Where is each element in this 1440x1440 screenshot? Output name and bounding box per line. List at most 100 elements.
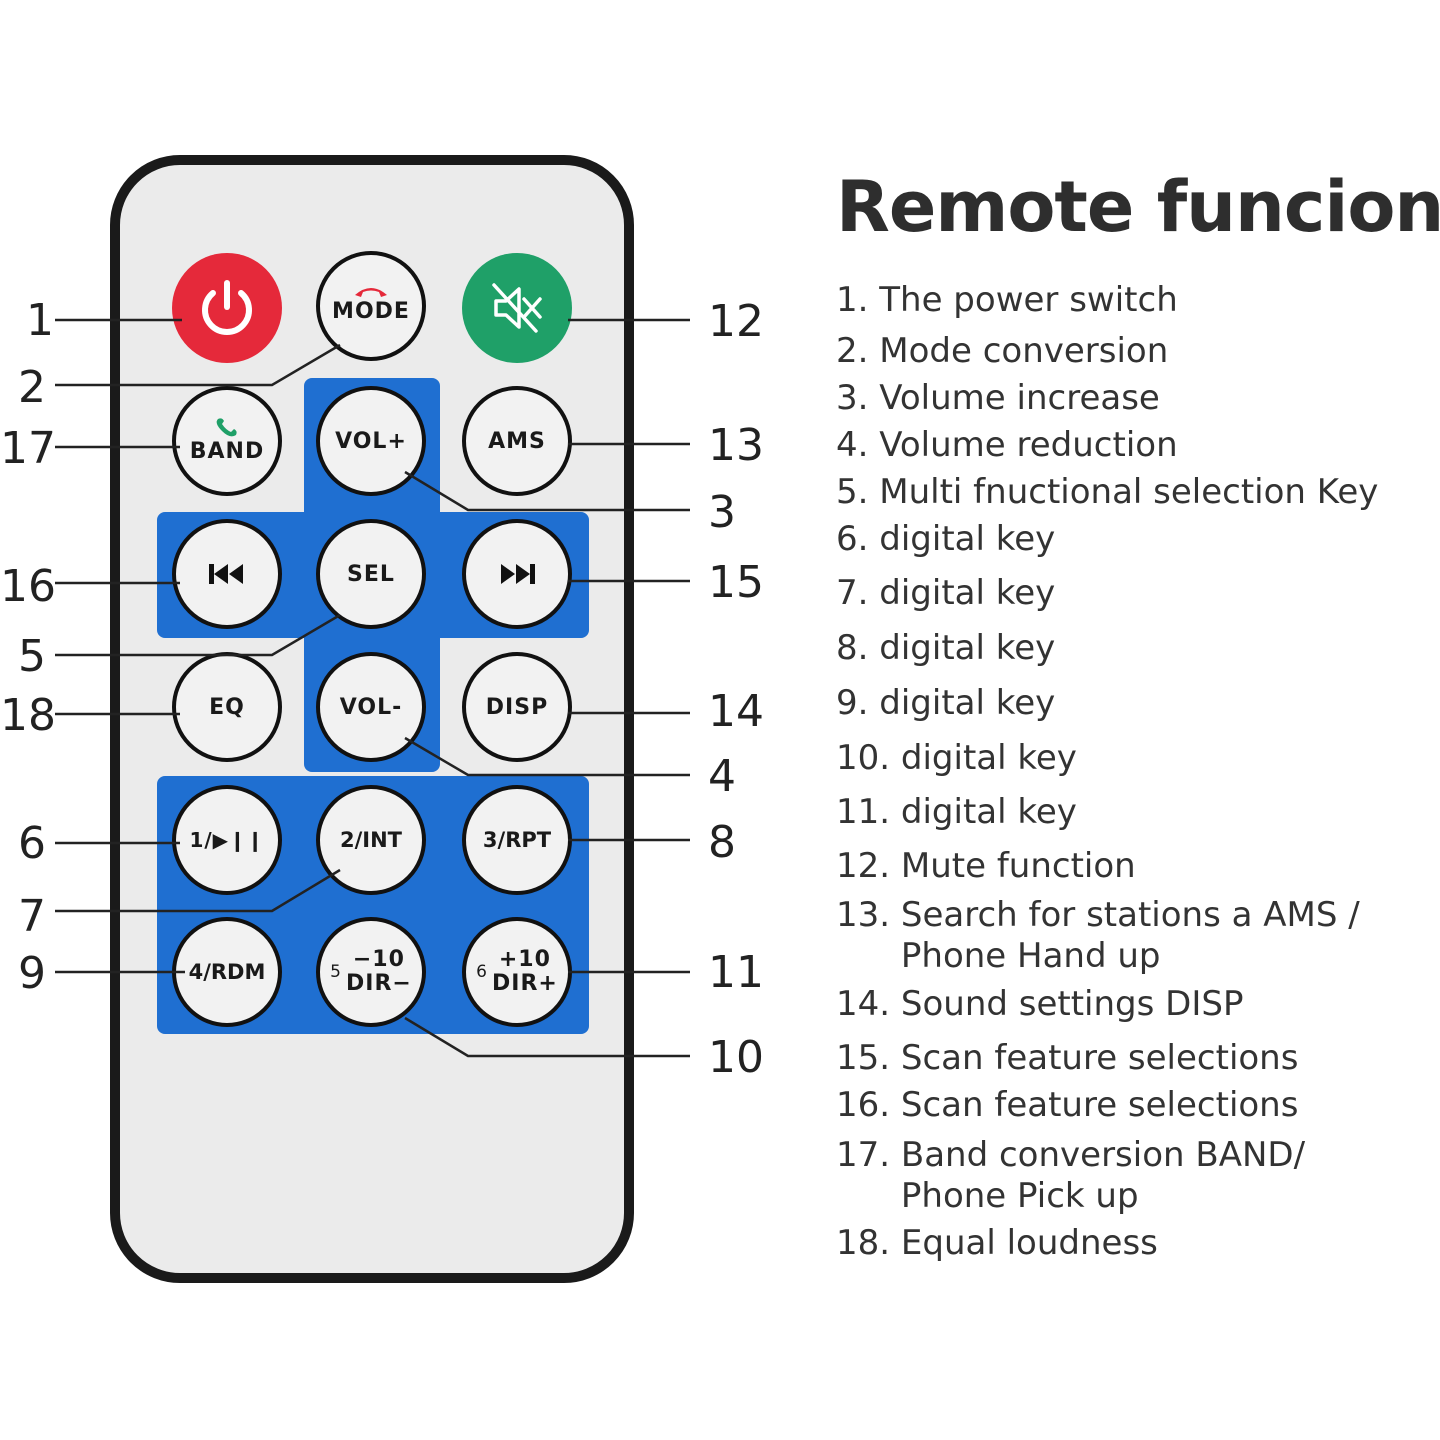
key-5-number: 5	[330, 962, 342, 982]
legend-text: digital key	[879, 628, 1056, 668]
legend-text: Band conversion BAND/ Phone Pick up	[900, 1135, 1306, 1216]
key-1-label: 1/▶❙❙	[189, 828, 265, 852]
callout-number-3: 3	[708, 487, 736, 538]
legend-item-13: 13. Search for stations a AMS / Phone Ha…	[836, 895, 1360, 977]
legend-text: Mode conversion	[879, 331, 1169, 371]
ams-label: AMS	[488, 428, 546, 454]
legend-text: digital key	[879, 683, 1056, 723]
legend-text: digital key	[879, 573, 1056, 613]
band-button[interactable]: BAND	[172, 386, 282, 496]
legend-text: Equal loudness	[900, 1223, 1158, 1263]
key-2-int-button[interactable]: 2/INT	[316, 785, 426, 895]
vol-up-label: VOL+	[335, 428, 407, 454]
legend-number: 13.	[836, 895, 891, 935]
legend-text: Mute function	[900, 846, 1136, 886]
phone-pickup-icon	[216, 417, 237, 436]
callout-number-13: 13	[708, 420, 764, 471]
legend-text: digital key	[900, 792, 1077, 832]
legend-number: 11.	[836, 792, 891, 832]
callout-number-1: 1	[26, 295, 54, 346]
sel-label: SEL	[347, 561, 395, 587]
callout-number-8: 8	[708, 817, 736, 868]
mode-button[interactable]: MODE	[316, 251, 426, 361]
callout-number-5: 5	[18, 631, 46, 682]
power-icon	[202, 280, 252, 335]
vol-up-button[interactable]: VOL+	[316, 386, 426, 496]
mute-speaker-icon	[492, 283, 542, 333]
band-label: BAND	[189, 438, 265, 464]
key-3-rpt-button[interactable]: 3/RPT	[462, 785, 572, 895]
legend-text: The power switch	[879, 280, 1178, 320]
key-1-play-pause-button[interactable]: 1/▶❙❙	[172, 785, 282, 895]
legend-item-18: 18. Equal loudness	[836, 1223, 1158, 1264]
legend-item-5: 5. Multi fnuctional selection Key	[836, 472, 1378, 513]
callout-number-11: 11	[708, 947, 764, 998]
callout-number-17: 17	[0, 423, 56, 474]
key-6-bottom-label: DIR+	[492, 971, 558, 996]
legend-item-7: 7. digital key	[836, 573, 1055, 614]
disp-label: DISP	[485, 694, 549, 720]
vol-down-button[interactable]: VOL-	[316, 652, 426, 762]
callout-number-10: 10	[708, 1032, 764, 1083]
legend-number: 12.	[836, 846, 891, 886]
power-button[interactable]	[172, 253, 282, 363]
key-5-bottom-label: DIR−	[346, 971, 412, 996]
legend-number: 3.	[836, 378, 869, 418]
next-button[interactable]	[462, 519, 572, 629]
ams-button[interactable]: AMS	[462, 386, 572, 496]
legend-number: 2.	[836, 331, 869, 371]
key-6-labels: +10 DIR+	[492, 948, 558, 996]
legend-number: 18.	[836, 1223, 891, 1263]
mute-button[interactable]	[462, 253, 572, 363]
key-3-label: 3/RPT	[482, 828, 552, 852]
skip-next-icon	[501, 564, 535, 584]
eq-button[interactable]: EQ	[172, 652, 282, 762]
callout-number-16: 16	[0, 561, 56, 612]
legend-number: 14.	[836, 984, 891, 1024]
sel-button[interactable]: SEL	[316, 519, 426, 629]
legend-item-12: 12. Mute function	[836, 846, 1136, 887]
legend-item-10: 10. digital key	[836, 738, 1077, 779]
key-5-labels: −10 DIR−	[346, 948, 412, 996]
vol-down-label: VOL-	[339, 694, 403, 720]
legend-text: Volume reduction	[879, 425, 1178, 465]
key-4-rdm-button[interactable]: 4/RDM	[172, 917, 282, 1027]
legend-number: 15.	[836, 1038, 891, 1078]
page-title: Remote funcion	[836, 166, 1440, 248]
legend-item-4: 4. Volume reduction	[836, 425, 1178, 466]
legend-number: 16.	[836, 1085, 891, 1125]
legend-item-6: 6. digital key	[836, 519, 1055, 560]
key-6-top-label: +10	[498, 947, 551, 972]
legend-number: 7.	[836, 573, 869, 613]
legend-item-1: 1. The power switch	[836, 280, 1178, 321]
phone-hangup-icon	[355, 287, 387, 297]
callout-number-4: 4	[708, 751, 736, 802]
legend-text: Multi fnuctional selection Key	[879, 472, 1379, 512]
legend-text: Scan feature selections	[900, 1085, 1299, 1125]
legend-item-14: 14. Sound settings DISP	[836, 984, 1243, 1025]
key-5-dir-minus-button[interactable]: 5 −10 DIR−	[316, 917, 426, 1027]
callout-number-18: 18	[0, 690, 56, 741]
legend-item-15: 15. Scan feature selections	[836, 1038, 1298, 1079]
legend-item-8: 8. digital key	[836, 628, 1055, 669]
legend-text: Scan feature selections	[900, 1038, 1299, 1078]
legend-item-2: 2. Mode conversion	[836, 331, 1168, 372]
key-5-top-label: −10	[352, 947, 405, 972]
callout-number-9: 9	[18, 948, 46, 999]
disp-button[interactable]: DISP	[462, 652, 572, 762]
prev-button[interactable]	[172, 519, 282, 629]
key-6-number: 6	[476, 962, 488, 982]
mode-label: MODE	[332, 298, 410, 324]
callout-number-12: 12	[708, 296, 764, 347]
legend-text: digital key	[900, 738, 1077, 778]
callout-number-15: 15	[708, 557, 764, 608]
legend-number: 6.	[836, 519, 869, 559]
legend-item-9: 9. digital key	[836, 683, 1055, 724]
legend-number: 5.	[836, 472, 869, 512]
legend-text: Sound settings DISP	[900, 984, 1244, 1024]
legend-number: 9.	[836, 683, 869, 723]
callout-number-2: 2	[18, 362, 46, 413]
skip-previous-icon	[209, 564, 243, 584]
legend-number: 8.	[836, 628, 869, 668]
legend-text: Search for stations a AMS / Phone Hand u…	[900, 895, 1360, 976]
